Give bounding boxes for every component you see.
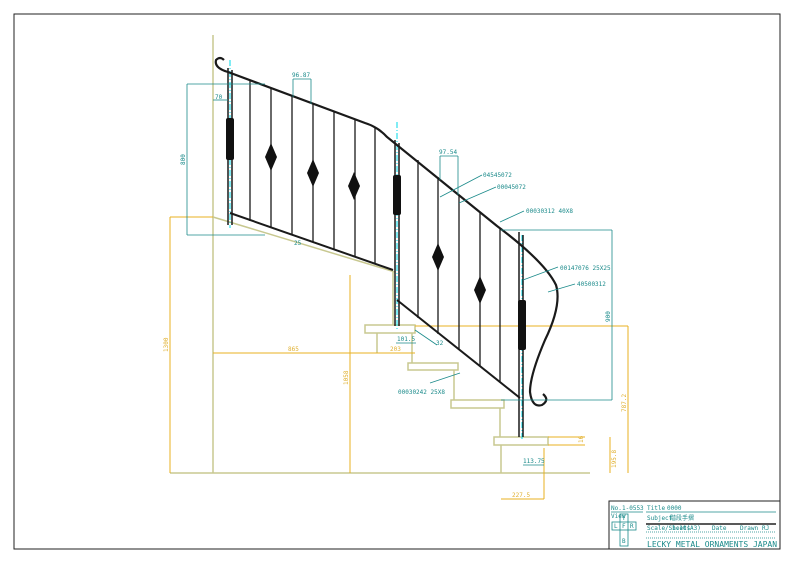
- callout-00030242: 00030242 25X8: [398, 389, 445, 396]
- dim-1058: 1058: [343, 370, 350, 385]
- svg-text:F: F: [622, 523, 626, 530]
- dim-101-5: 101.5: [397, 336, 415, 343]
- svg-text:L: L: [614, 523, 618, 530]
- dim-70: 70: [215, 94, 223, 101]
- svg-text:T: T: [622, 515, 626, 522]
- dim-203: 203: [390, 346, 401, 353]
- dim-1300: 1300: [163, 337, 170, 352]
- dim-787-2: 787.2: [621, 394, 628, 412]
- title-block: No. 1-0553 Title 0000 View T L F R B Sub…: [608, 500, 781, 550]
- angle-lower: 32: [436, 340, 444, 347]
- dim-16: 16: [578, 435, 585, 443]
- svg-text:Date: Date: [712, 525, 727, 532]
- dim-97-54: 97.54: [439, 149, 457, 156]
- svg-text:View: View: [611, 513, 626, 520]
- angle-upper: 25: [294, 240, 302, 247]
- dim-113-75: 113.75: [523, 458, 545, 465]
- stair-structure: [170, 35, 590, 474]
- dim-227-5: 227.5: [512, 492, 530, 499]
- svg-text:B: B: [622, 538, 626, 545]
- svg-text:R: R: [630, 523, 634, 530]
- svg-text:Title: Title: [647, 505, 665, 512]
- callout-40500312: 40500312: [577, 281, 606, 288]
- svg-text:No.: No.: [611, 505, 622, 512]
- svg-text:Scale/Sheets: Scale/Sheets: [647, 525, 691, 532]
- svg-text:Subject: Subject: [647, 515, 673, 522]
- drawing-number: 1-0553: [622, 505, 644, 512]
- callout-00045072: 00045072: [497, 184, 526, 191]
- sheet-border: [13, 13, 781, 550]
- drawing-subject: 階段手摺: [670, 514, 694, 522]
- dim-96-87: 96.87: [292, 72, 310, 79]
- dim-800: 800: [180, 154, 187, 165]
- dim-900: 900: [605, 311, 612, 322]
- company-name: LECKY METAL ORNAMENTS JAPAN: [647, 540, 777, 549]
- callout-00147076: 00147076 25X25: [560, 265, 611, 272]
- baluster-ornaments: [226, 118, 526, 350]
- svg-text:Drawn: Drawn: [740, 525, 758, 532]
- drawing-title: 0000: [667, 505, 682, 512]
- dim-195-8: 195.8: [611, 450, 618, 468]
- drawn-by: RJ: [762, 525, 769, 532]
- callout-00030312: 00030312 40X8: [526, 208, 573, 215]
- center-lines: [229, 60, 523, 440]
- drawing-scale: 1:10(A3): [672, 525, 701, 532]
- teal-dimensions: [186, 78, 613, 466]
- dim-865: 865: [288, 346, 299, 353]
- callout-04545072: 04545072: [483, 172, 512, 179]
- handrail: [214, 56, 559, 437]
